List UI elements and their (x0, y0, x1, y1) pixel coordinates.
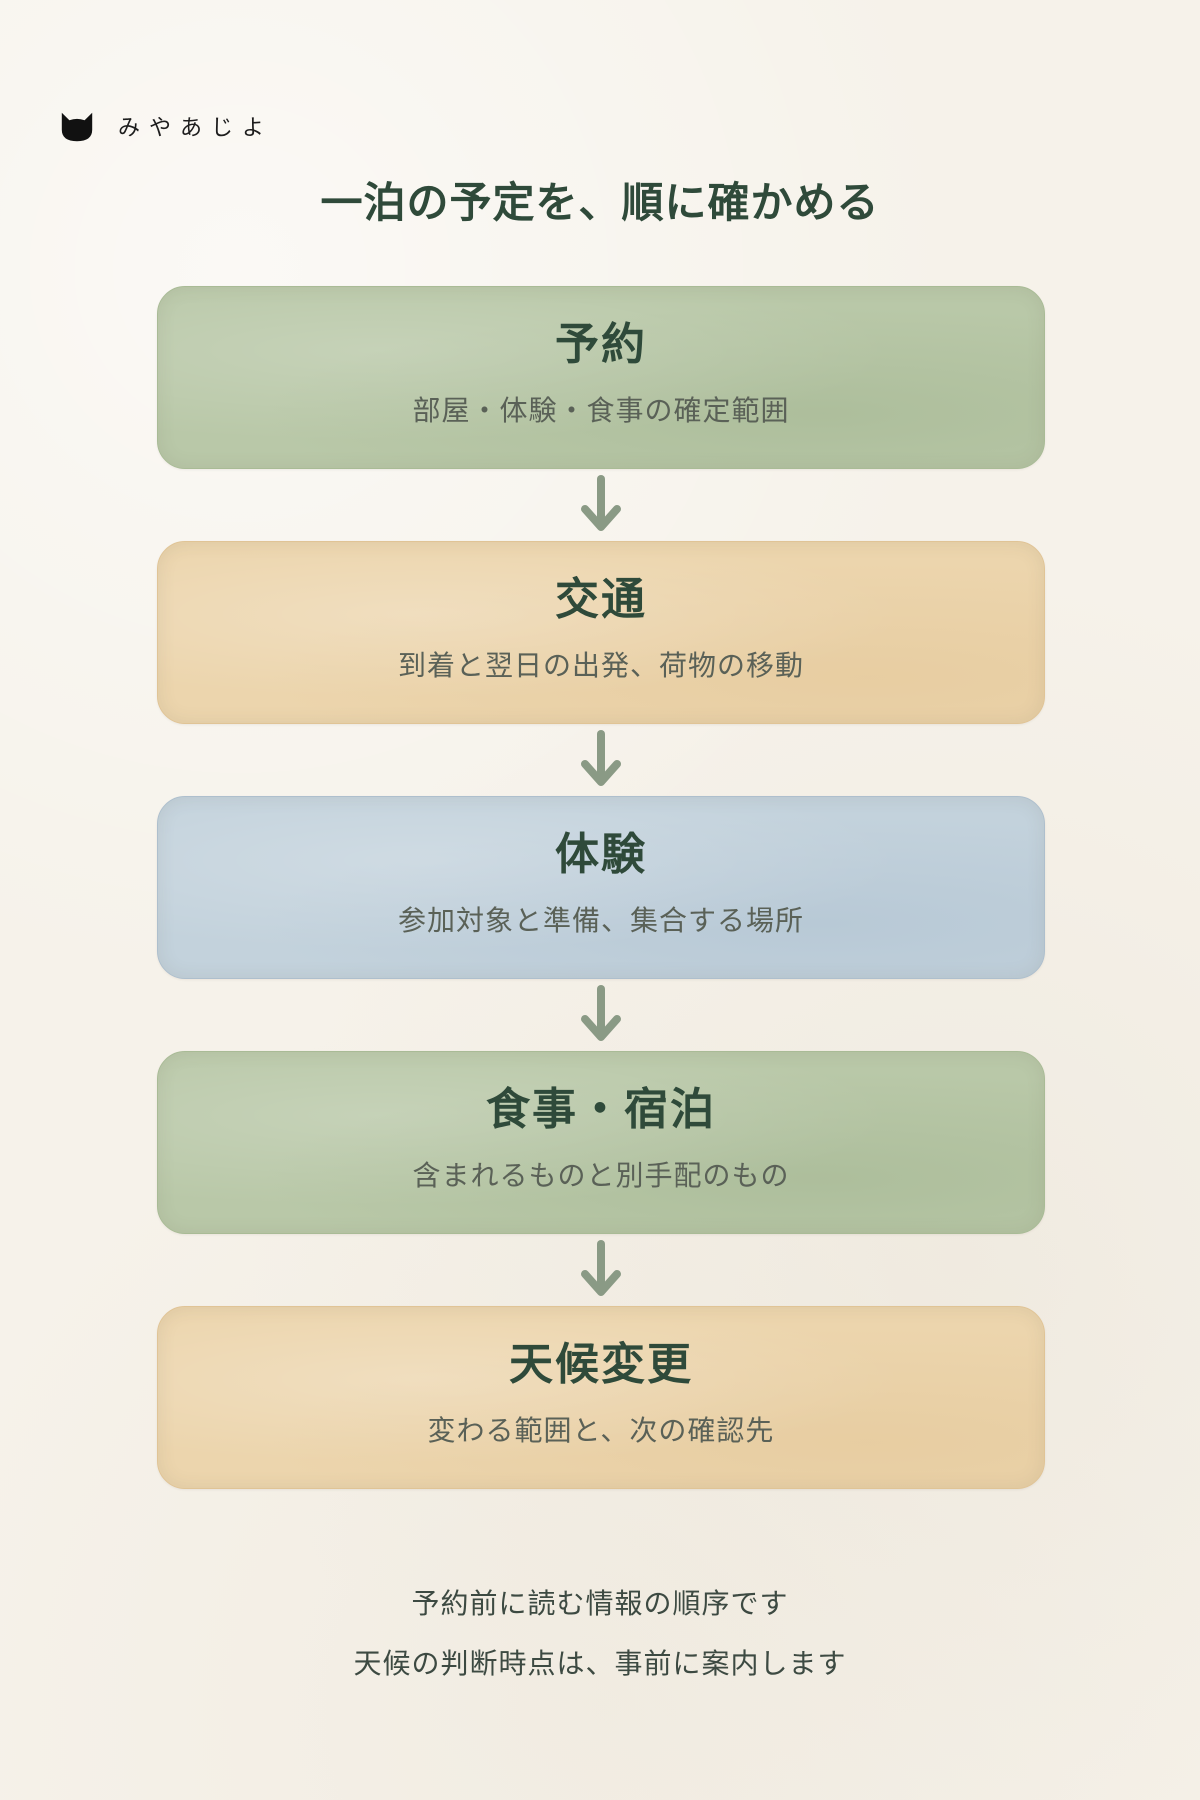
step-subtitle: 含まれるものと別手配のもの (412, 1159, 790, 1192)
step-subtitle: 変わる範囲と、次の確認先 (427, 1414, 775, 1447)
footer-note: 天候の判断時点は、事前に案内します (353, 1647, 847, 1680)
arrow-down-icon (581, 985, 621, 1041)
step-title: 天候変更 (509, 1339, 693, 1390)
arrow-down-icon (581, 730, 621, 786)
step-title: 食事・宿泊 (486, 1084, 716, 1135)
step-experience: 体験 参加対象と準備、集合する場所 (157, 796, 1045, 979)
step-weather-change: 天候変更 変わる範囲と、次の確認先 (157, 1306, 1045, 1489)
step-reservation: 予約 部屋・体験・食事の確定範囲 (157, 286, 1045, 469)
brand: みやあじよ (58, 106, 273, 146)
footer-note: 予約前に読む情報の順序です (411, 1587, 789, 1620)
step-title: 交通 (555, 574, 647, 625)
arrow-down-icon (581, 1240, 621, 1296)
footer-notes: 予約前に読む情報の順序です 天候の判断時点は、事前に案内します (0, 1574, 1200, 1694)
step-subtitle: 参加対象と準備、集合する場所 (397, 904, 804, 937)
brand-name: みやあじよ (118, 116, 274, 141)
arrow-down-icon (581, 475, 621, 531)
steps-flow: 予約 部屋・体験・食事の確定範囲 交通 到着と翌日の出発、荷物の移動 体験 参加… (157, 286, 1045, 1489)
step-title: 体験 (555, 829, 647, 880)
step-title: 予約 (555, 319, 647, 370)
connector-arrow (157, 724, 1045, 796)
connector-arrow (157, 469, 1045, 541)
cat-head-icon (61, 112, 93, 142)
step-subtitle: 到着と翌日の出発、荷物の移動 (397, 649, 804, 682)
connector-arrow (157, 1234, 1045, 1306)
connector-arrow (157, 979, 1045, 1051)
step-meals-lodging: 食事・宿泊 含まれるものと別手配のもの (157, 1051, 1045, 1234)
step-subtitle: 部屋・体験・食事の確定範囲 (412, 394, 790, 427)
page-title: 一泊の予定を、順に確かめる (320, 178, 880, 227)
step-transport: 交通 到着と翌日の出発、荷物の移動 (157, 541, 1045, 724)
